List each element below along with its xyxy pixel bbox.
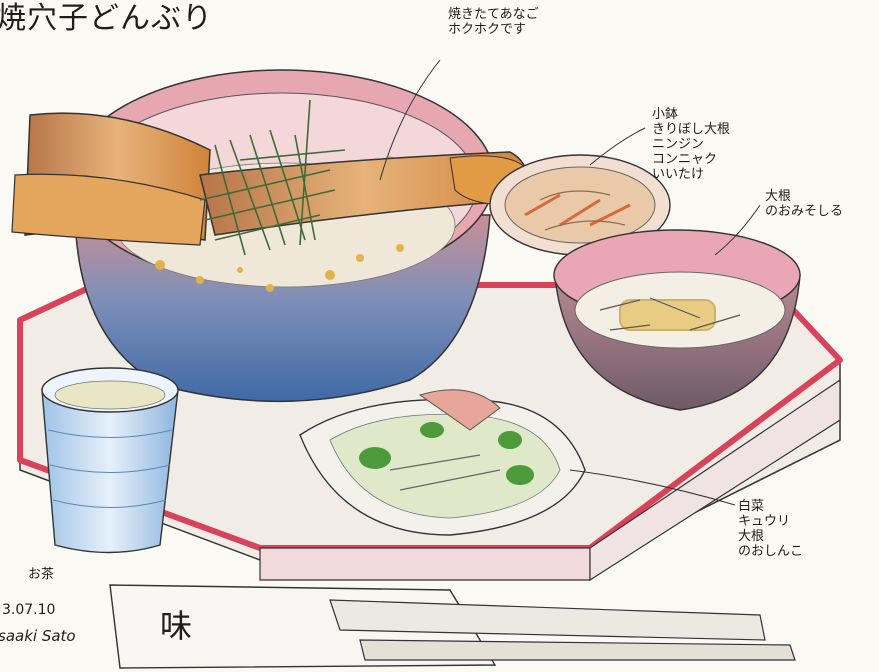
chopsticks bbox=[109, 584, 796, 669]
green-onion-garnish bbox=[199, 99, 346, 256]
miso-soup-bowl bbox=[553, 229, 801, 411]
signature: saaki Sato bbox=[0, 627, 76, 645]
kobachi-note: 小鉢 きりぼし大根 ニンジン コンニャク いいたけ bbox=[652, 107, 731, 182]
anago-note: 焼きたてあなご ホクホクです bbox=[448, 7, 539, 37]
oshinko-note: 白菜 キュウリ 大根 のおしんこ bbox=[738, 499, 804, 559]
tea-cup bbox=[41, 367, 179, 554]
chopstick-wrapper-text: 味 bbox=[160, 607, 193, 645]
dish-title: 焼穴子どんぶり bbox=[0, 1, 213, 36]
annotation-lines bbox=[379, 59, 761, 506]
kobachi-bowl bbox=[489, 154, 671, 256]
misoshiru-note: 大根 のおみそしる bbox=[765, 189, 844, 219]
grilled-eel bbox=[11, 112, 529, 246]
tea-note: お茶 bbox=[28, 567, 55, 582]
date-label: 3.07.10 bbox=[2, 602, 56, 618]
oshinko-plate bbox=[299, 389, 586, 536]
